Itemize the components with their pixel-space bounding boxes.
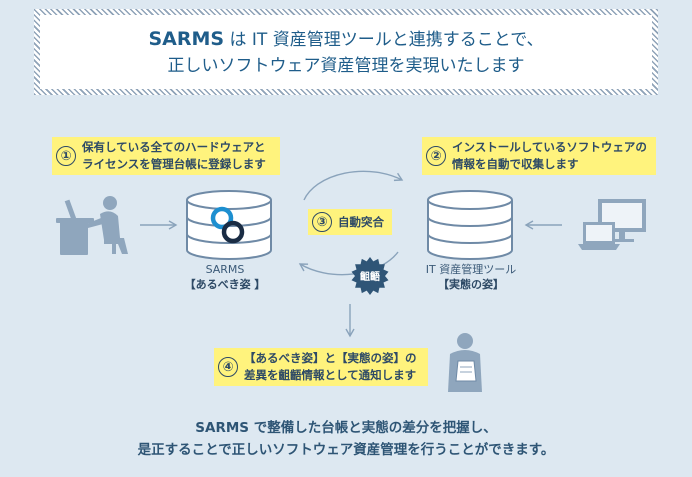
itam-tag: 【実態の姿】 [438, 278, 504, 291]
step-1-callout: ① 保有している全てのハードウェアと ライセンスを管理台帳に登録します [52, 137, 280, 175]
header-brand: SARMS [148, 27, 225, 50]
step-4-line-2: 差異を齟齬情報として通知します [244, 368, 417, 382]
footer-line-2: 是正することで正しいソフトウェア資産管理を行うことができます。 [137, 442, 555, 458]
sarms-database-label: SARMS 【あるべき姿 】 [170, 262, 280, 292]
step-4-callout: ④ 【あるべき姿】と【実態の姿】の 差異を齟齬情報として通知します [214, 348, 428, 386]
footer-line-1: SARMS で整備した台帳と実態の差分を把握し、 [195, 420, 497, 436]
header-banner: SARMS は IT 資産管理ツールと連携することで、 正しいソフトウェア資産管… [34, 9, 658, 95]
step-2-callout: ② インストールしているソフトウェアの 情報を自動で収集します [422, 137, 656, 175]
discrepancy-badge: 齟齬 [351, 257, 389, 295]
computers-icon [578, 199, 646, 250]
header-line-1-rest: は IT 資産管理ツールと連携することで、 [224, 29, 544, 50]
step-1-line-2: ライセンスを管理台帳に登録します [82, 157, 266, 171]
step-3-callout: ③ 自動突合 [308, 209, 392, 235]
person-reading-icon [448, 333, 482, 392]
step-3-number: ③ [312, 212, 332, 232]
step-1-number: ① [56, 146, 76, 166]
badge-label: 齟齬 [360, 270, 380, 283]
sarms-database-icon [186, 190, 272, 260]
itam-name: IT 資産管理ツール [425, 263, 517, 276]
sarms-tag: 【あるべき姿 】 [184, 278, 266, 291]
step-4-number: ④ [218, 357, 238, 377]
cycle-arrow-top [303, 170, 404, 201]
itam-database-label: IT 資産管理ツール 【実態の姿】 [406, 262, 536, 292]
header-text: SARMS は IT 資産管理ツールと連携することで、 正しいソフトウェア資産管… [40, 15, 652, 89]
person-at-desk-icon [56, 196, 128, 255]
footer-summary: SARMS で整備した台帳と実態の差分を把握し、 是正することで正しいソフトウェ… [0, 417, 692, 461]
itam-database-icon [427, 190, 513, 260]
step-2-line-1: インストールしているソフトウェアの [452, 140, 647, 154]
step-1-line-1: 保有している全てのハードウェアと [82, 140, 266, 154]
step-2-number: ② [426, 146, 446, 166]
sarms-name: SARMS [205, 263, 245, 276]
step-3-line-1: 自動突合 [338, 214, 384, 229]
sarms-logo-icon [210, 206, 245, 244]
step-4-line-1: 【あるべき姿】と【実態の姿】の [244, 351, 417, 365]
header-line-1: SARMS は IT 資産管理ツールと連携することで、 [148, 26, 543, 53]
step-2-line-2: 情報を自動で収集します [452, 157, 579, 171]
header-line-2: 正しいソフトウェア資産管理を実現いたします [167, 55, 525, 76]
